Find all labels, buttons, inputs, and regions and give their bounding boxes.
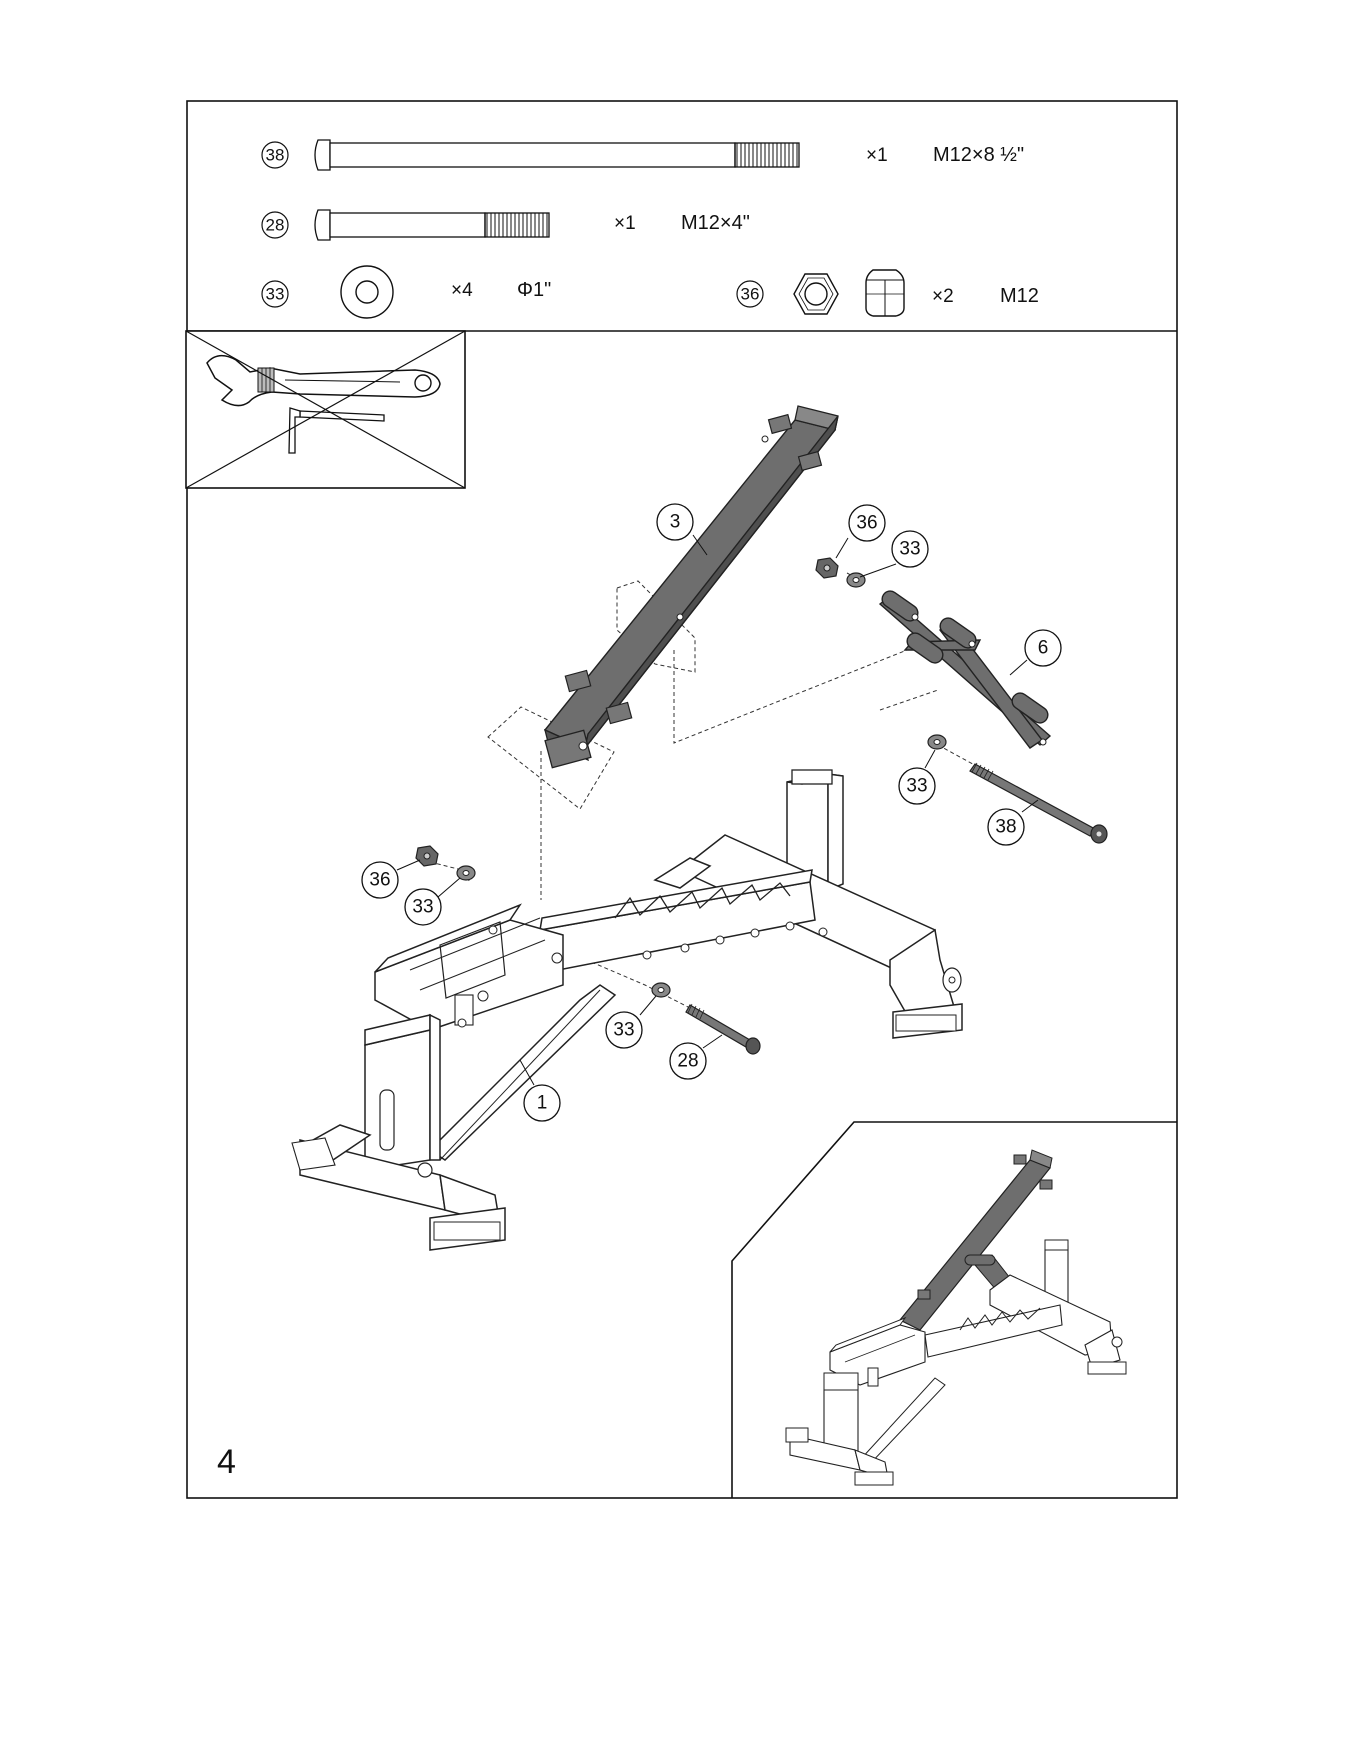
hardware-row-28: 28 ×1 M12×4" [262, 210, 750, 240]
callout-washer-bottom: 33 [606, 996, 656, 1048]
quantity: ×1 [614, 213, 636, 234]
bench-frame [292, 770, 962, 1250]
callout-support-arm: 6 [1010, 630, 1061, 675]
size-spec: M12×8 ½" [933, 144, 1024, 166]
callout-number: 38 [995, 817, 1016, 838]
callout-number: 36 [369, 870, 390, 891]
hardware-row-33: 33 ×4 Φ1" [262, 266, 551, 318]
quantity: ×2 [932, 286, 954, 307]
callout-washer-arm: 33 [899, 750, 935, 804]
callout-number: 33 [412, 897, 433, 918]
nut-left [416, 846, 438, 866]
step-number: 4 [217, 1443, 236, 1481]
callout-number: 33 [899, 539, 920, 560]
washer-top [847, 573, 865, 587]
callout-number: 28 [677, 1051, 698, 1072]
callout-washer-left: 33 [405, 878, 460, 925]
part-number: 38 [266, 146, 285, 165]
callout-bolt-long: 38 [988, 800, 1038, 845]
nut-top [816, 558, 838, 578]
size-spec: M12 [1000, 285, 1039, 307]
callout-number: 6 [1038, 638, 1049, 659]
assembled-view-inset [732, 1122, 1177, 1498]
backrest-tube [545, 406, 838, 768]
size-spec: M12×4" [681, 212, 750, 234]
callout-number: 33 [906, 776, 927, 797]
hardware-row-38: 38 ×1 M12×8 ½" [262, 140, 1024, 170]
support-arm [879, 588, 1051, 748]
hex-nut-icon [794, 274, 838, 314]
quantity: ×4 [451, 280, 473, 301]
bolt-long-icon [315, 140, 799, 170]
part-number: 28 [266, 216, 285, 235]
callout-number: 36 [856, 513, 877, 534]
part-number: 36 [741, 285, 760, 304]
hardware-row-36: 36 ×2 M12 [737, 270, 1039, 316]
callout-nut-top: 36 [836, 505, 885, 558]
callout-number: 3 [670, 512, 681, 533]
size-spec: Φ1" [517, 279, 551, 301]
washer-icon [341, 266, 393, 318]
callout-bolt-short: 28 [670, 1035, 722, 1079]
bolt-short-icon [315, 210, 549, 240]
washer-arm [928, 735, 946, 749]
mini-bench [786, 1150, 1126, 1485]
washer-bottom [652, 983, 670, 997]
callout-number: 1 [537, 1093, 548, 1114]
callout-nut-left: 36 [362, 860, 420, 898]
part-number: 33 [266, 285, 285, 304]
nylon-lock-nut-icon [866, 270, 904, 316]
callout-number: 33 [613, 1020, 634, 1041]
quantity: ×1 [866, 145, 888, 166]
tools-box [186, 331, 465, 488]
